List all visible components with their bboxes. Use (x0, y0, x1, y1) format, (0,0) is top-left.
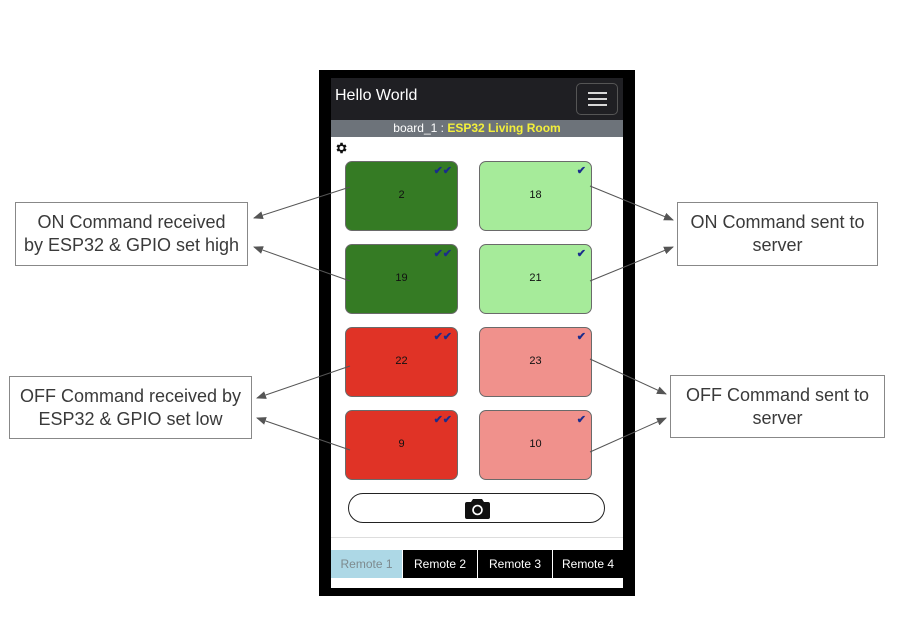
callout-line: OFF Command sent to (685, 385, 870, 405)
tab-remote-1[interactable]: Remote 1 (331, 550, 402, 578)
divider (331, 537, 623, 538)
gpio-label: 9 (398, 438, 405, 450)
callout-off-received: OFF Command received by ESP32 & GPIO set… (9, 376, 252, 439)
check-icon: ✔ (576, 414, 586, 426)
board-bar: board_1 : ESP32 Living Room (331, 120, 623, 137)
gpio-label: 19 (395, 272, 408, 284)
double-check-icon: ✔✔ (433, 414, 452, 426)
gpio-label: 23 (529, 355, 542, 367)
gpio-tile-23[interactable]: ✔ 23 (479, 327, 592, 397)
board-id: board_1 (393, 121, 438, 135)
gpio-tile-19[interactable]: ✔✔ 19 (345, 244, 458, 314)
board-separator: : (437, 121, 448, 135)
callout-line: server (752, 408, 803, 428)
check-icon: ✔ (576, 331, 586, 343)
callout-line: ON Command sent to (690, 212, 865, 232)
app-bar: Hello World (331, 78, 623, 120)
double-check-icon: ✔✔ (433, 331, 452, 343)
gpio-label: 10 (529, 438, 542, 450)
gpio-tile-22[interactable]: ✔✔ 22 (345, 327, 458, 397)
gpio-label: 21 (529, 272, 542, 284)
gear-icon[interactable] (334, 141, 348, 155)
camera-icon (465, 499, 490, 519)
camera-button[interactable] (348, 493, 605, 523)
gpio-label: 2 (398, 189, 405, 201)
callout-line: by ESP32 & GPIO set high (23, 235, 240, 255)
hamburger-menu-button[interactable] (576, 83, 618, 115)
app-title: Hello World (335, 87, 418, 104)
double-check-icon: ✔✔ (433, 248, 452, 260)
callout-on-received: ON Command received by ESP32 & GPIO set … (15, 202, 248, 266)
tab-remote-2[interactable]: Remote 2 (402, 550, 477, 578)
gpio-tile-2[interactable]: ✔✔ 2 (345, 161, 458, 231)
callout-line: server (752, 235, 803, 255)
gpio-tile-21[interactable]: ✔ 21 (479, 244, 592, 314)
callout-on-sent: ON Command sent to server (677, 202, 878, 266)
check-icon: ✔ (576, 165, 586, 177)
callout-line: ESP32 & GPIO set low (38, 409, 223, 429)
tab-remote-4[interactable]: Remote 4 (552, 550, 623, 578)
callout-off-sent: OFF Command sent to server (670, 375, 885, 438)
tab-remote-3[interactable]: Remote 3 (477, 550, 552, 578)
check-icon: ✔ (576, 248, 586, 260)
gpio-tile-9[interactable]: ✔✔ 9 (345, 410, 458, 480)
gpio-tile-18[interactable]: ✔ 18 (479, 161, 592, 231)
remote-tabs: Remote 1 Remote 2 Remote 3 Remote 4 (331, 550, 623, 578)
callout-line: ON Command received (37, 212, 226, 232)
hamburger-icon (588, 92, 607, 94)
gpio-label: 22 (395, 355, 408, 367)
gpio-tile-10[interactable]: ✔ 10 (479, 410, 592, 480)
callout-line: OFF Command received by (19, 386, 242, 406)
gpio-label: 18 (529, 189, 542, 201)
board-name: ESP32 Living Room (447, 121, 561, 135)
double-check-icon: ✔✔ (433, 165, 452, 177)
app-screen: Hello World board_1 : ESP32 Living Room … (331, 78, 623, 588)
